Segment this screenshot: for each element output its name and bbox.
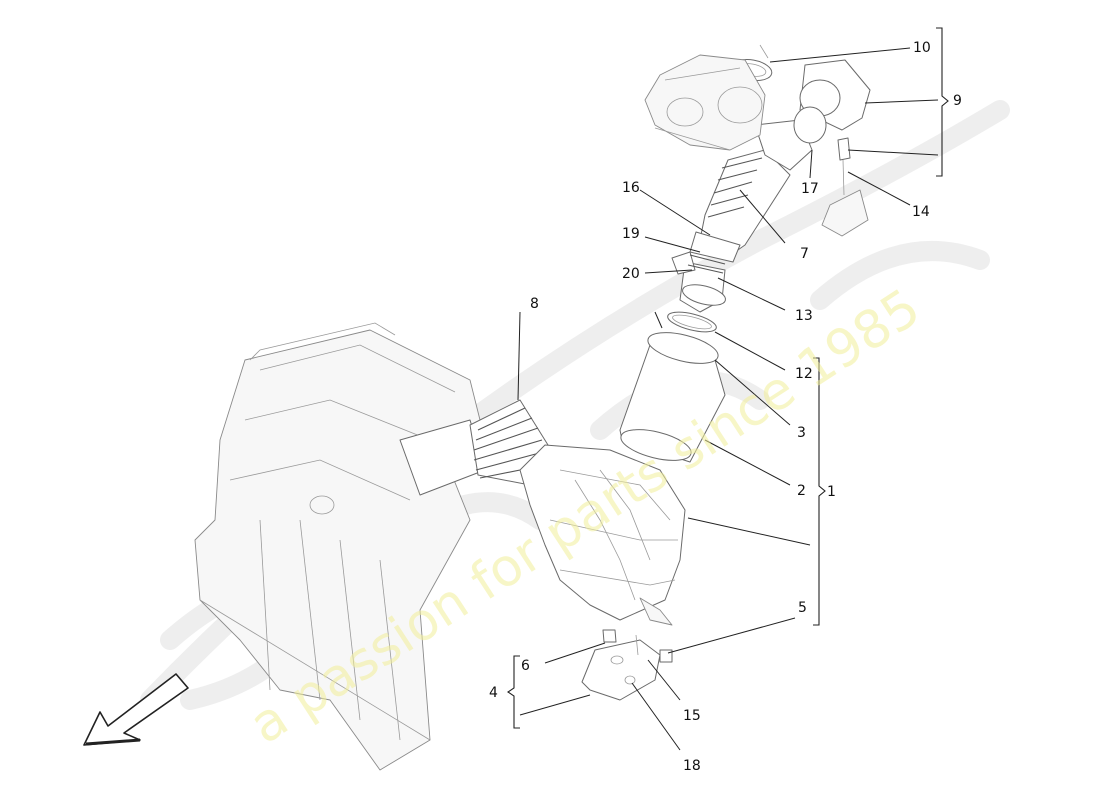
brace-group-9 xyxy=(936,27,949,177)
callout-7: 7 xyxy=(800,246,809,262)
callout-19: 19 xyxy=(622,226,640,242)
callout-5: 5 xyxy=(798,600,807,616)
callout-1: 1 xyxy=(827,484,836,500)
callout-3: 3 xyxy=(797,425,806,441)
airflow-sensor-part-13 xyxy=(671,251,726,313)
callout-14: 14 xyxy=(912,204,930,220)
callout-8: 8 xyxy=(530,296,539,312)
front-direction-arrow-icon xyxy=(83,673,189,746)
callout-13: 13 xyxy=(795,308,813,324)
callout-9: 9 xyxy=(953,93,962,109)
callout-4: 4 xyxy=(489,685,498,701)
turbocharger xyxy=(644,54,766,151)
callout-16: 16 xyxy=(622,180,640,196)
callout-2: 2 xyxy=(797,483,806,499)
callout-labels: 1 2 3 4 5 6 7 8 9 10 12 13 14 15 16 17 1… xyxy=(489,40,962,774)
mounting-bracket-part-4 xyxy=(581,629,673,701)
bracket-part-14 xyxy=(821,137,869,237)
callout-6: 6 xyxy=(521,658,530,674)
brace-group-4 xyxy=(507,655,520,729)
callout-18: 18 xyxy=(683,758,701,774)
brace-group-1 xyxy=(813,357,826,626)
callout-20: 20 xyxy=(622,266,640,282)
air-box-part-1 xyxy=(519,444,686,626)
callout-10: 10 xyxy=(913,40,931,56)
intake-shroud xyxy=(194,322,486,771)
leader-lines xyxy=(517,47,939,751)
o-ring-part-12 xyxy=(654,311,717,333)
callout-15: 15 xyxy=(683,708,701,724)
callout-17: 17 xyxy=(801,181,819,197)
callout-12: 12 xyxy=(795,366,813,382)
